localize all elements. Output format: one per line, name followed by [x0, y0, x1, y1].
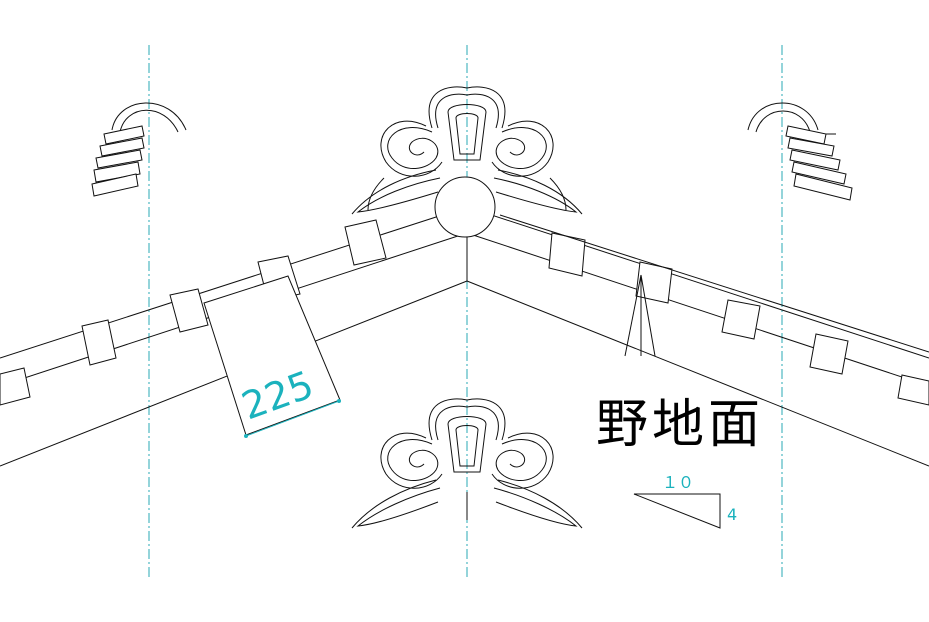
slope-rise: 4	[727, 505, 737, 524]
left-hook-tile	[91, 102, 187, 197]
ridge-tiles-left	[0, 219, 387, 436]
upper-onigawara-ornament	[351, 86, 583, 215]
ridge-tiles-right	[499, 214, 929, 406]
roof-slope-lines	[0, 206, 929, 467]
ridge-ball	[434, 176, 496, 238]
slope-run: １０	[662, 473, 694, 492]
slope-indicator: １０ 4	[633, 473, 737, 529]
center-lines	[148, 45, 783, 578]
surface-label: 野地面	[596, 395, 764, 455]
right-hook-tile	[747, 102, 853, 201]
lower-onigawara-ornament	[351, 398, 583, 529]
leader-lines	[624, 274, 656, 357]
